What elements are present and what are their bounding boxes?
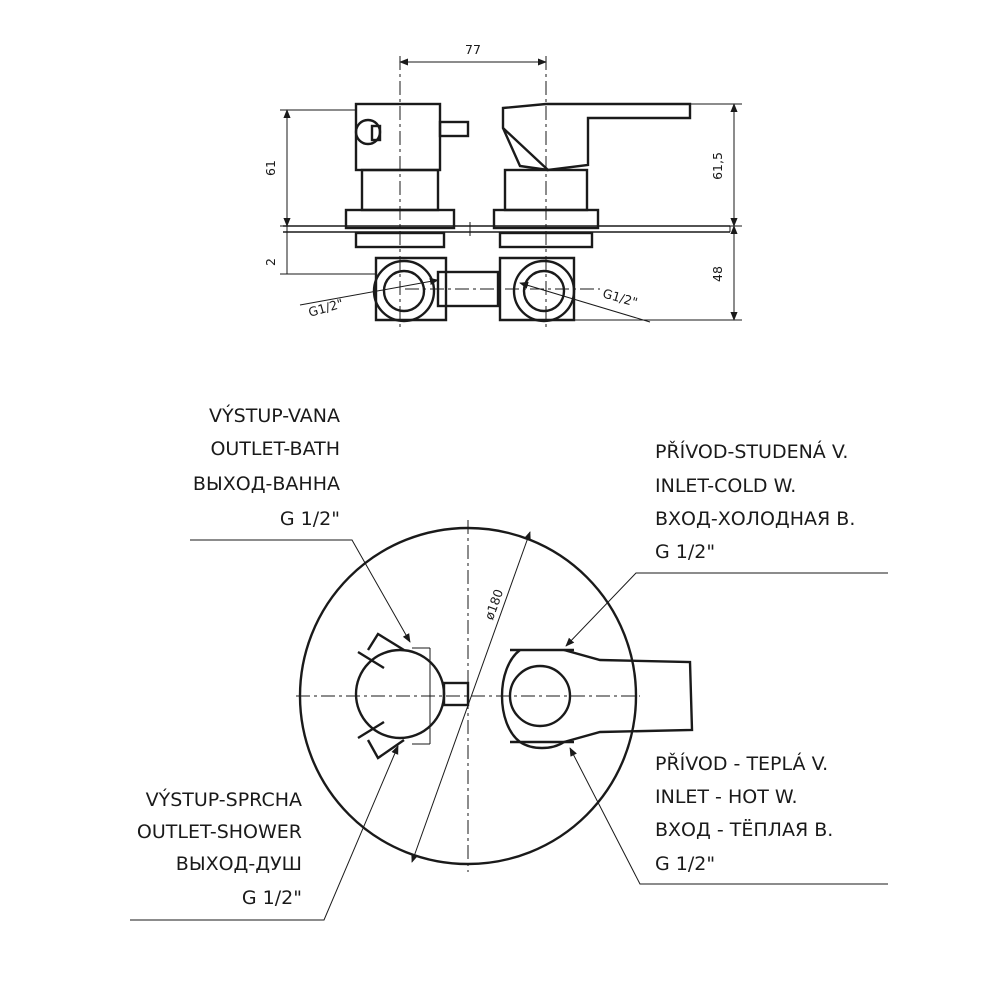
svg-text:G 1/2": G 1/2": [655, 541, 715, 563]
svg-text:PŘÍVOD-STUDENÁ V.: PŘÍVOD-STUDENÁ V.: [655, 440, 848, 463]
label-outlet-shower: VÝSTUP-SPRCHA OUTLET-SHOWER ВЫХОД-ДУШ G …: [137, 788, 302, 909]
label-outlet-bath: VÝSTUP-VANA OUTLET-BATH ВЫХОД-ВАННА G 1/…: [193, 404, 340, 530]
svg-text:ВЫХОД-ВАННА: ВЫХОД-ВАННА: [193, 473, 340, 495]
svg-text:G 1/2": G 1/2": [242, 887, 302, 909]
svg-text:VÝSTUP-VANA: VÝSTUP-VANA: [209, 404, 340, 427]
label-inlet-cold: PŘÍVOD-STUDENÁ V. INLET-COLD W. ВХОД-ХОЛ…: [655, 440, 855, 563]
svg-text:INLET - HOT W.: INLET - HOT W.: [655, 786, 797, 808]
svg-text:VÝSTUP-SPRCHA: VÝSTUP-SPRCHA: [146, 788, 302, 811]
dim-body-height-right: 61,5: [710, 152, 725, 180]
svg-text:PŘÍVOD - TEPLÁ V.: PŘÍVOD - TEPLÁ V.: [655, 752, 828, 775]
thread-left-label: G1/2": [307, 296, 345, 320]
front-view: ø180: [130, 520, 888, 921]
mixer-lever: [500, 648, 694, 750]
svg-text:G 1/2": G 1/2": [655, 853, 715, 875]
svg-text:INLET-COLD W.: INLET-COLD W.: [655, 475, 796, 497]
svg-text:G 1/2": G 1/2": [280, 508, 340, 530]
svg-text:ВХОД - ТЁПЛАЯ В.: ВХОД - ТЁПЛАЯ В.: [655, 818, 833, 841]
svg-text:OUTLET-BATH: OUTLET-BATH: [210, 438, 340, 460]
label-inlet-hot: PŘÍVOD - TEPLÁ V. INLET - HOT W. ВХОД - …: [655, 752, 833, 875]
dim-diameter: ø180: [481, 587, 506, 622]
left-connector: [372, 256, 448, 323]
side-view: 77 61 2 61,5 48 G1/2" G1/2": [263, 42, 742, 330]
svg-text:ВЫХОД-ДУШ: ВЫХОД-ДУШ: [176, 853, 302, 875]
thread-right-label: G1/2": [601, 286, 639, 310]
dim-plate-thickness: 2: [263, 258, 278, 266]
dim-depth: 48: [710, 266, 725, 282]
dim-width: 77: [465, 42, 481, 57]
svg-text:ВХОД-ХОЛОДНАЯ В.: ВХОД-ХОЛОДНАЯ В.: [655, 508, 855, 530]
svg-text:OUTLET-SHOWER: OUTLET-SHOWER: [137, 821, 302, 843]
dim-body-height-left: 61: [263, 160, 278, 176]
